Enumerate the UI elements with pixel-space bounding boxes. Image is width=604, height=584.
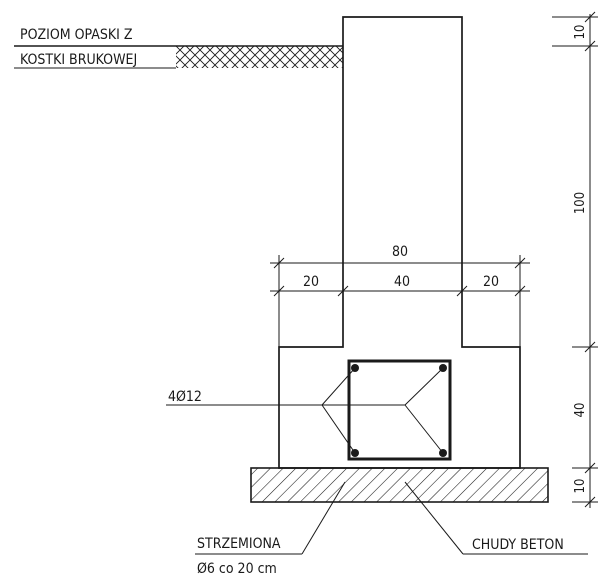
pavement-label-line1: POZIOM OPASKI Z bbox=[20, 27, 133, 43]
dim-footing-width: 80 bbox=[392, 244, 408, 260]
dim-left-offset: 20 bbox=[303, 274, 319, 290]
horizontal-dimensions bbox=[270, 255, 530, 348]
dim-footing-height: 40 bbox=[573, 403, 588, 418]
rebar-label: 4Ø12 bbox=[168, 389, 202, 405]
dim-wall-height: 100 bbox=[573, 192, 588, 214]
dim-wall-width: 40 bbox=[394, 274, 410, 290]
wall-and-footing-outline bbox=[278, 16, 521, 469]
lean-concrete-layer bbox=[250, 467, 549, 503]
stirrups-label-line2: Ø6 co 20 cm bbox=[197, 561, 277, 577]
vertical-dimensions bbox=[552, 11, 598, 508]
lean-concrete-leader bbox=[404, 481, 588, 555]
rebar-leader bbox=[166, 367, 444, 454]
dim-top-above-ground: 10 bbox=[573, 25, 588, 40]
dim-right-offset: 20 bbox=[483, 274, 499, 290]
paving-level bbox=[14, 45, 343, 69]
stirrups-label-line1: STRZEMIONA bbox=[197, 536, 281, 552]
pavement-label-line2: KOSTKI BRUKOWEJ bbox=[20, 52, 137, 68]
stirrups-leader bbox=[195, 481, 346, 555]
paving-crosshatch bbox=[176, 46, 343, 68]
stirrup bbox=[347, 359, 452, 461]
lean-concrete-label: CHUDY BETON bbox=[472, 537, 564, 553]
dim-lean-concrete-thickness: 10 bbox=[573, 479, 588, 494]
